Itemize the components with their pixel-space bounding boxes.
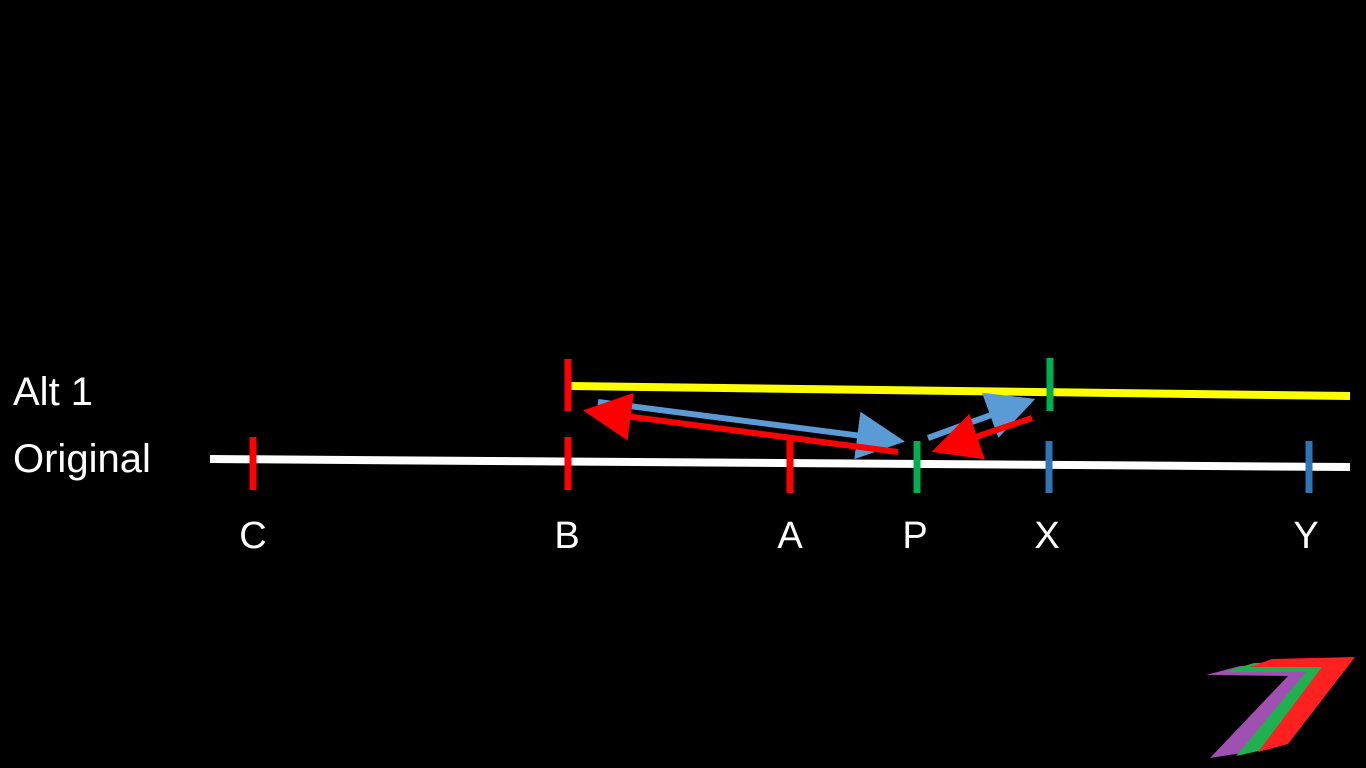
- point-label-y: Y: [1293, 515, 1319, 557]
- original-row-label: Original: [13, 437, 151, 481]
- seven-logo-icon: [1206, 657, 1355, 758]
- blue-arrow-p-to-x: [926, 392, 1036, 441]
- point-label-a: A: [777, 515, 803, 557]
- point-label-p: P: [902, 515, 928, 557]
- alt1-line: [569, 382, 1351, 400]
- original-line: [209, 455, 1351, 471]
- alt1-row-label: Alt 1: [13, 370, 94, 414]
- red-arrow-p-to-b: [583, 392, 899, 455]
- point-label-x: X: [1034, 515, 1060, 557]
- red-arrow-x-to-p: [931, 413, 1033, 460]
- point-label-c: C: [239, 515, 267, 557]
- blue-arrow-b-to-p: [597, 399, 905, 460]
- point-label-b: B: [554, 515, 580, 557]
